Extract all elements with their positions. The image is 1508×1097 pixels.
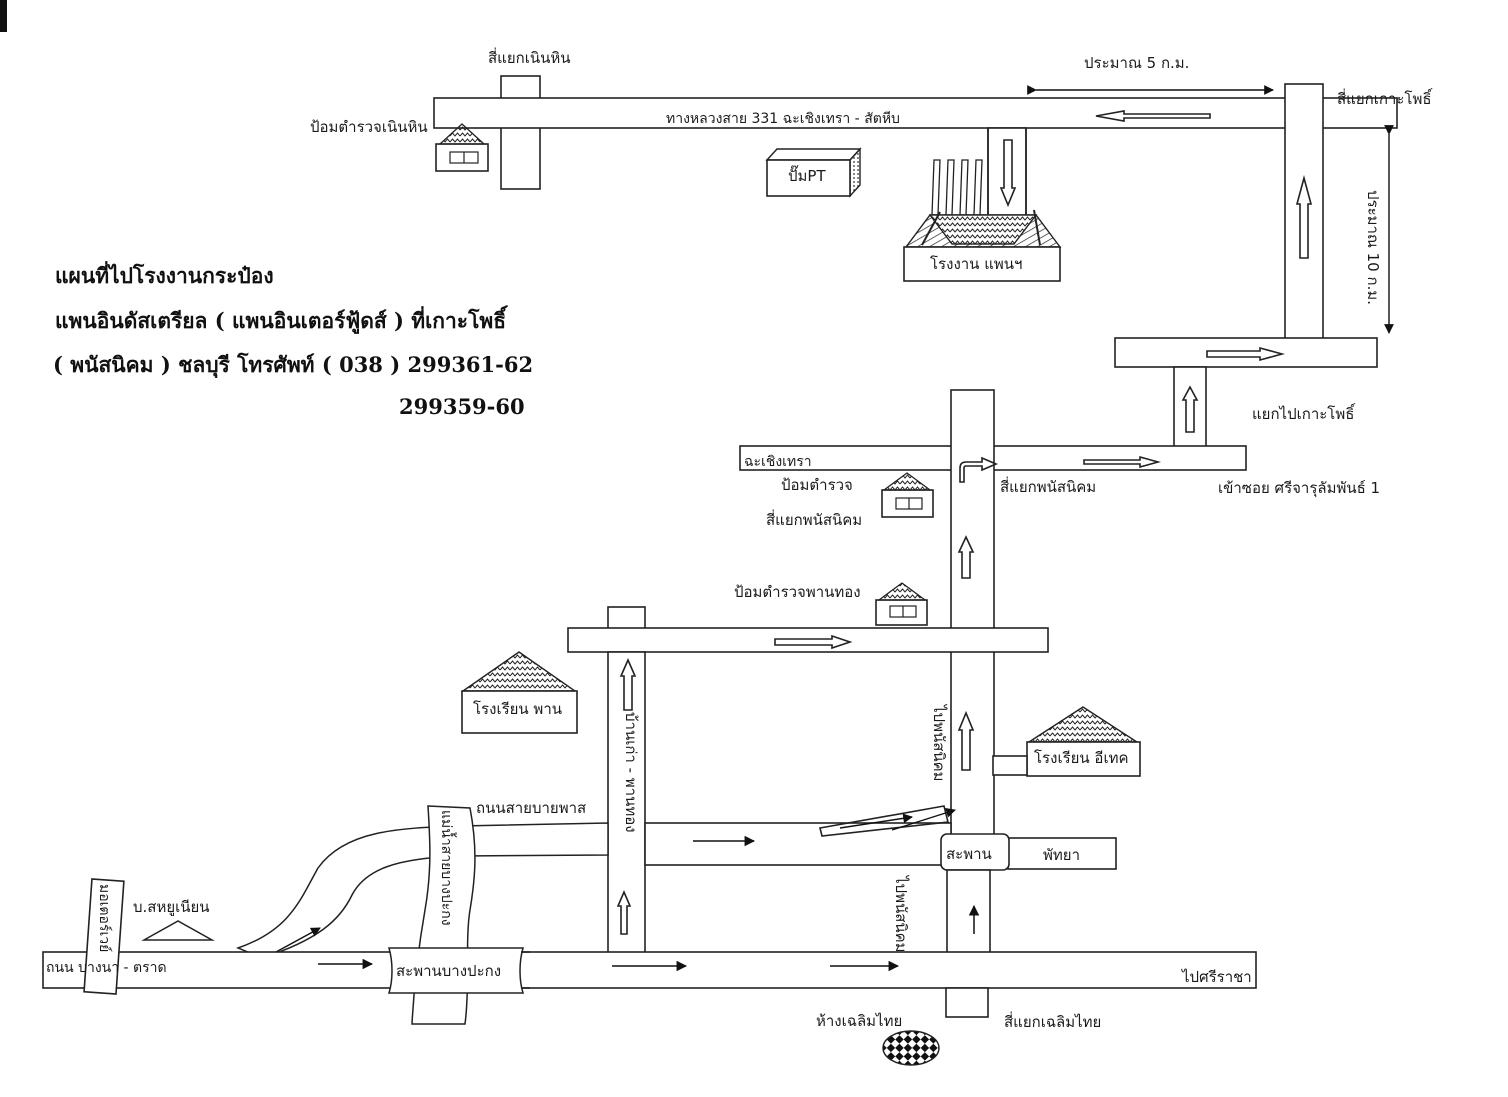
bangpakong-bridge bbox=[387, 947, 525, 994]
kohpho-junction-arrow-east bbox=[1206, 346, 1286, 362]
label-intersection-phanat: สี่แยกพนัสนิคม bbox=[1000, 478, 1097, 496]
label-bridge: สะพาน bbox=[946, 845, 992, 863]
label-police-phanat-2: สี่แยกพนัสนิคม bbox=[766, 511, 863, 529]
label-school-phan: โรงเรียน พาน bbox=[473, 700, 562, 718]
scan-edge-mark bbox=[0, 0, 7, 32]
label-road-bypass: ถนนสายบายพาส bbox=[476, 799, 587, 817]
label-road-bankao: บ้านเก่า - พานทอง bbox=[622, 712, 640, 833]
label-motorway: มอเตอร์เวย์ bbox=[96, 884, 112, 953]
phanthong-road-arrow-east bbox=[774, 634, 853, 650]
school-etech-access bbox=[992, 755, 1028, 776]
bypass-ramp bbox=[819, 805, 949, 837]
factory-building bbox=[903, 159, 1062, 282]
chachoengsao-road-arrow-east bbox=[1083, 455, 1161, 469]
road-kohpho-junction bbox=[1114, 337, 1378, 368]
union-company-marker bbox=[141, 920, 215, 941]
map-title-line-4: 299359-60 bbox=[399, 394, 525, 419]
road-bypass bbox=[644, 822, 952, 866]
label-junction-kohpho: แยกไปเกาะโพธิ์ bbox=[1252, 405, 1355, 423]
label-intersection-noenhin: สี่แยกเนินหิน bbox=[488, 49, 571, 67]
kohpho-road-arrow-north bbox=[1295, 174, 1313, 259]
road-phanat-south bbox=[946, 869, 991, 955]
kohpho-link-arrow-north bbox=[1181, 385, 1199, 433]
motorway-crossing bbox=[83, 878, 125, 995]
label-approx-5km: ประมาณ 5 ก.ม. bbox=[1084, 54, 1190, 72]
label-chachoengsao: ฉะเชิงเทรา bbox=[744, 454, 812, 470]
highway-331 bbox=[433, 97, 1398, 129]
label-soi-sirijarus: เข้าซอย ศรีจารุลัมพันธ์ 1 bbox=[1218, 479, 1381, 497]
school-etech bbox=[1026, 706, 1141, 777]
label-river-bangpakong: แม่น้ำสายบางปะกง bbox=[438, 810, 454, 926]
factory-road-arrow-south bbox=[999, 139, 1017, 208]
label-pattaya: พัทยา bbox=[1043, 846, 1080, 864]
police-booth-noenhin bbox=[435, 123, 489, 172]
map-title-line-3: ( พนัสนิคม ) ชลบุรี โทรศัพท์ ( 038 ) 299… bbox=[53, 352, 534, 377]
road-bangna-trat bbox=[42, 951, 1257, 989]
police-booth-phanat bbox=[881, 472, 934, 518]
label-approx-10km: ประมาณ 10 ก.ม. bbox=[1364, 190, 1382, 305]
label-ban-sahyunian: บ.สหยูเนียน bbox=[133, 898, 210, 916]
label-factory: โรงงาน แพนฯ bbox=[930, 255, 1023, 273]
label-bridge-bangpakong: สะพานบางปะกง bbox=[396, 962, 502, 980]
road-to-kohpho-north bbox=[1284, 83, 1324, 340]
label-to-phanat-2: ไปพนัสนิคม bbox=[892, 876, 910, 953]
bankao-road-arrow-north-2 bbox=[616, 889, 632, 935]
turn-right-arrow bbox=[959, 456, 999, 483]
label-school-etech: โรงเรียน อีเทค bbox=[1034, 749, 1129, 767]
label-highway-331: ทางหลวงสาย 331 ฉะเชิงเทรา - สัตหีบ bbox=[666, 111, 900, 127]
pt-station bbox=[765, 147, 862, 198]
cross-road-noenhin bbox=[500, 75, 541, 190]
label-police-phanat: ป้อมตำรวจ bbox=[781, 476, 853, 494]
label-intersection-chalermthai: สี่แยกเฉลิมไทย bbox=[1004, 1013, 1102, 1031]
road-kohpho-south-link bbox=[1173, 366, 1207, 448]
bankao-road-arrow-north bbox=[619, 658, 637, 711]
map-title-line-2: แพนอินดัสเตรียล ( แพนอินเตอร์ฟู้ดส์ ) ที… bbox=[55, 308, 507, 333]
road-pattaya bbox=[1007, 837, 1117, 870]
mall-marker bbox=[882, 1030, 940, 1066]
highway-arrow-west bbox=[1095, 110, 1211, 122]
school-phan bbox=[460, 651, 578, 734]
label-road-bangna: ถนน บางนา - ตราด bbox=[46, 960, 167, 976]
phanat-road-arrow-2 bbox=[957, 710, 975, 771]
label-mall: ห้างเฉลิมไทย bbox=[816, 1012, 903, 1030]
label-intersection-kohpho: สี่แยกเกาะโพธิ์ bbox=[1337, 90, 1432, 108]
label-to-phanat-1: ไปพนัสนิคม bbox=[930, 705, 948, 782]
label-to-sriracha: ไปศรีราชา bbox=[1182, 968, 1252, 986]
label-pt-station: ปั๊มPT bbox=[788, 167, 826, 185]
road-chalermthai-stub bbox=[945, 987, 989, 1018]
road-bypass-curve bbox=[235, 822, 609, 959]
label-police-phanthong: ป้อมตำรวจพานทอง bbox=[734, 583, 861, 601]
label-police-noenhin: ป้อมตำรวจเนินหิน bbox=[310, 118, 428, 136]
phanat-road-arrow-1 bbox=[957, 535, 975, 579]
police-booth-phanthong bbox=[875, 582, 928, 626]
map-title-line-1: แผนที่ไปโรงงานกระป๋อง bbox=[55, 263, 274, 288]
